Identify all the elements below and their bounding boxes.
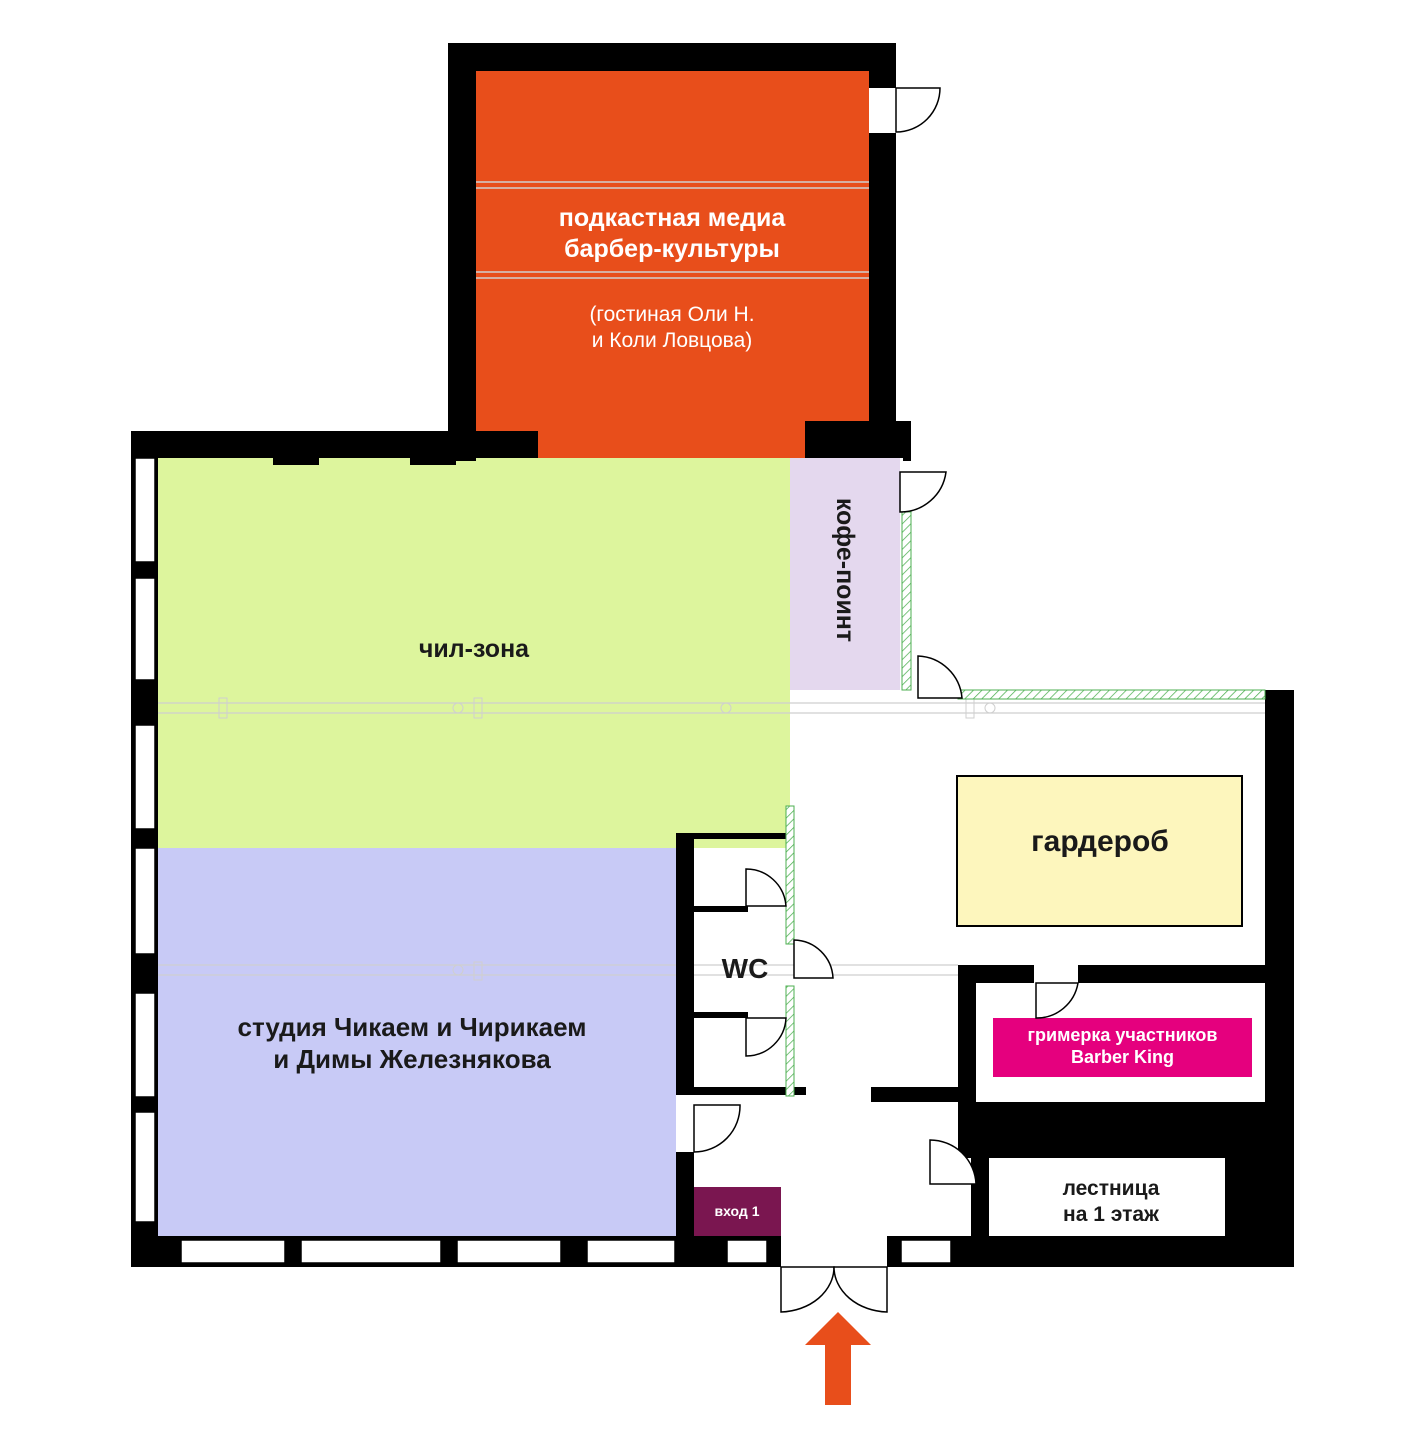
studio-room-title: студия Чикаем и Чирикаем и Димы Железняк… bbox=[172, 1012, 652, 1075]
entrance-zone bbox=[693, 1187, 781, 1237]
wardrobe-room bbox=[956, 775, 1243, 927]
chill-zone bbox=[158, 458, 790, 848]
studio-title-line1: студия Чикаем и Чирикаем bbox=[237, 1012, 587, 1042]
podcast-room-subtitle: (гостиная Оли Н. и Коли Ловцова) bbox=[496, 302, 848, 353]
makeup-room-title: гримерка участников Barber King bbox=[993, 1025, 1252, 1068]
stairs-title: лестница на 1 этаж bbox=[1000, 1176, 1222, 1227]
entrance-arrow-icon bbox=[805, 1312, 871, 1405]
door-main-right bbox=[833, 1266, 888, 1313]
makeup-room bbox=[993, 1018, 1252, 1077]
chill-zone-title: чил-зона bbox=[418, 635, 530, 663]
door-stairs bbox=[929, 1139, 977, 1185]
podcast-sub-line2: и Коли Ловцова) bbox=[591, 328, 753, 352]
walls bbox=[131, 43, 1294, 1267]
entrance-title: вход 1 bbox=[714, 1203, 760, 1219]
door-makeup bbox=[1035, 982, 1079, 1019]
stairs-title-line1: лестница bbox=[1062, 1177, 1160, 1200]
windows bbox=[134, 457, 952, 1264]
wc-title: WC bbox=[721, 953, 769, 984]
door-coffee bbox=[899, 471, 947, 513]
podcast-room bbox=[476, 71, 869, 461]
podcast-title-line2: барбер-культуры bbox=[564, 234, 780, 263]
door-wc-2 bbox=[793, 939, 834, 979]
wardrobe-title: гардероб bbox=[1031, 825, 1169, 858]
podcast-sub-line1: (гостиная Оли Н. bbox=[589, 303, 755, 326]
makeup-title-line2: Barber King bbox=[1070, 1046, 1175, 1067]
studio-room bbox=[158, 848, 676, 1236]
coffee-point-title: кофе-поинт bbox=[831, 497, 859, 643]
stairs-title-line2: на 1 этаж bbox=[1063, 1202, 1159, 1226]
podcast-room-title: подкастная медиа барбер-культуры bbox=[496, 203, 848, 264]
door-studio bbox=[693, 1104, 741, 1153]
door-hall bbox=[917, 655, 963, 699]
door-main-left bbox=[780, 1266, 835, 1313]
podcast-title-line1: подкастная медиа bbox=[558, 204, 786, 232]
coffee-point bbox=[790, 458, 900, 690]
makeup-title-line1: гримерка участников bbox=[1027, 1025, 1218, 1045]
door-podcast bbox=[895, 87, 941, 133]
door-wc-1 bbox=[745, 868, 787, 907]
doors bbox=[693, 87, 1079, 1313]
studio-title-line2: и Димы Железнякова bbox=[273, 1043, 551, 1074]
door-wc-3 bbox=[745, 1017, 787, 1057]
